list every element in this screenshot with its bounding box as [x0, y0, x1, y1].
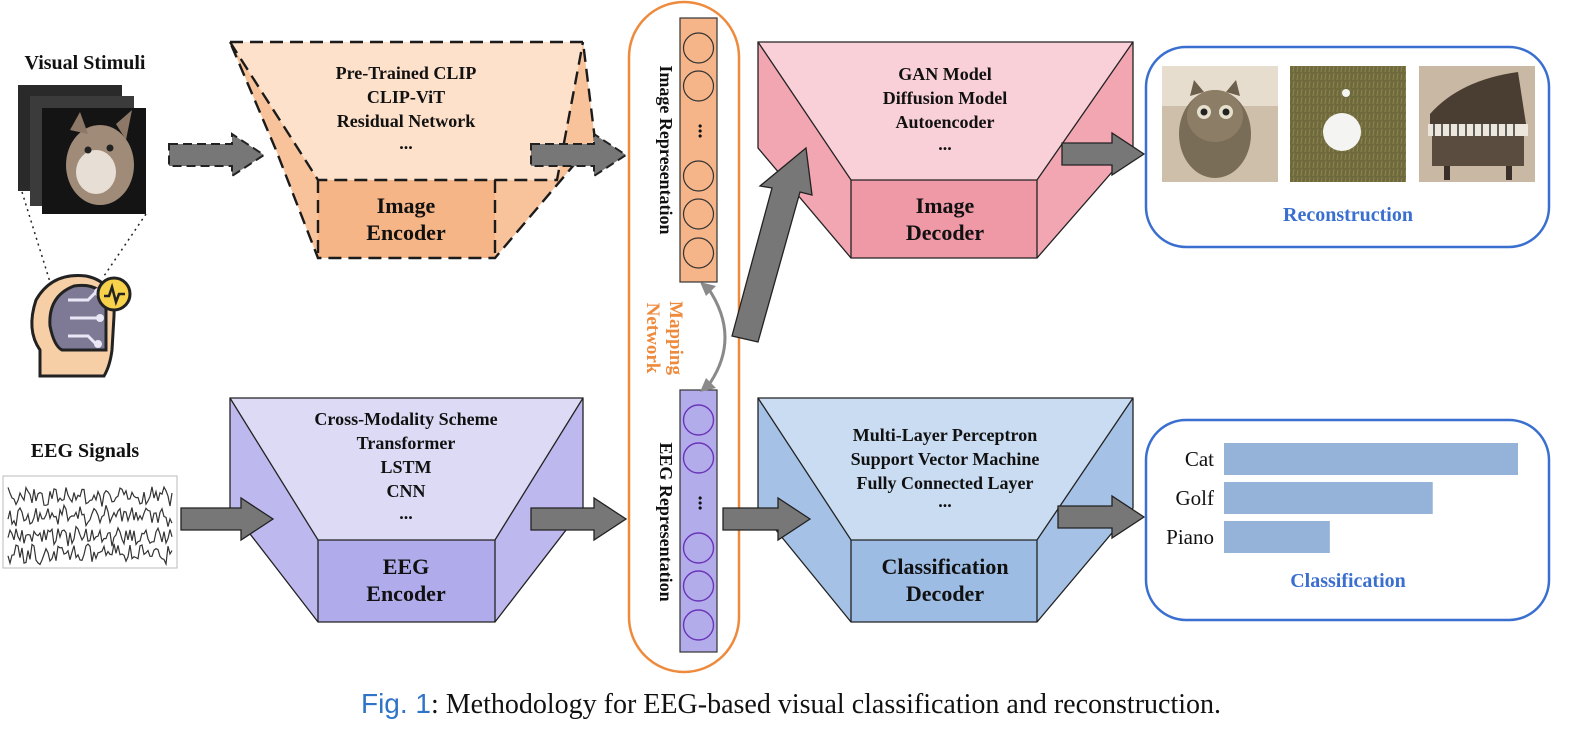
- stimuli-to-encoder-arrow: [168, 132, 266, 178]
- eeg-encoder-label-1: EEG: [383, 554, 429, 579]
- classification-bar-cat: [1224, 443, 1518, 475]
- classification-decoder-label-1: Classification: [881, 554, 1008, 579]
- eeg-encoder-left-side: [230, 398, 318, 622]
- classifier-to-classification-arrow: [1057, 494, 1146, 540]
- eeg-representation-to-classifier-arrow: [722, 496, 812, 542]
- mapping-network: ... ... Image Representation EEG Represe…: [627, 0, 741, 674]
- image-encoder-method-4: ...: [399, 133, 413, 153]
- eeg-to-encoder-arrow: [180, 496, 275, 542]
- image-encoder-method-3: Residual Network: [337, 111, 476, 131]
- eeg-encoder-label-2: Encoder: [366, 581, 446, 606]
- image-decoder-method-2: Diffusion Model: [883, 88, 1008, 108]
- eeg-signals-title: EEG Signals: [31, 440, 140, 462]
- mapping-to-image-decoder-arrow: [731, 146, 813, 343]
- dotted-guide-lines: [21, 191, 147, 283]
- mapping-network-label-1: Mapping: [665, 301, 686, 375]
- eeg-representation-ellipsis: ...: [694, 496, 716, 511]
- reconstructed-golf-ball-image: [1290, 66, 1406, 182]
- mapping-bidirectional-arrow: [700, 282, 727, 392]
- classification-decoder-back-face: [758, 398, 1133, 540]
- image-representation-ellipsis: ...: [694, 124, 716, 139]
- eeg-encoder-method-5: ...: [399, 503, 413, 523]
- decoder-to-reconstruction-arrow: [1061, 131, 1146, 177]
- eeg-encoder-front-face: [318, 540, 495, 622]
- classification-decoder-method-1: Multi-Layer Perceptron: [853, 425, 1037, 445]
- figure-caption: Fig. 1: Methodology for EEG-based visual…: [0, 688, 1582, 721]
- image-encoder-right-side: [495, 42, 595, 258]
- image-encoder-block: Pre-Trained CLIP CLIP-ViT Residual Netwo…: [228, 40, 597, 260]
- encoder-to-image-representation-arrow: [530, 132, 628, 178]
- eeg-encoder-method-2: Transformer: [357, 433, 456, 453]
- image-encoder-front-face: [318, 180, 495, 258]
- image-encoder-label-2: Encoder: [366, 220, 446, 245]
- image-encoder-label-1: Image: [377, 193, 436, 218]
- classification-decoder-method-2: Support Vector Machine: [851, 449, 1040, 469]
- image-decoder-method-1: GAN Model: [898, 64, 992, 84]
- classification-decoder-left-side: [758, 398, 851, 622]
- eeg-representation-label: EEG Representation: [656, 442, 676, 601]
- figure-number: Fig. 1: [360, 688, 431, 719]
- classification-label-piano: Piano: [1166, 525, 1214, 549]
- classification-bar-piano: [1224, 521, 1330, 553]
- classification-title: Classification: [1290, 570, 1406, 592]
- image-representation-nodes: [682, 32, 715, 269]
- eeg-encoder-method-4: CNN: [387, 481, 426, 501]
- visual-stimuli-title: Visual Stimuli: [25, 52, 146, 74]
- figure-caption-text: : Methodology for EEG-based visual class…: [431, 689, 1222, 720]
- image-encoder-method-2: CLIP-ViT: [367, 87, 445, 107]
- image-decoder-method-3: Autoencoder: [896, 112, 995, 132]
- reconstructed-piano-image: [1419, 66, 1535, 182]
- classification-decoder-label-2: Decoder: [906, 581, 984, 606]
- classification-label-golf: Golf: [1176, 486, 1215, 510]
- image-decoder-front-face: [851, 180, 1037, 258]
- classification-label-cat: Cat: [1185, 447, 1214, 471]
- image-decoder-label-2: Decoder: [906, 220, 984, 245]
- eeg-signal-plot: [2, 475, 178, 569]
- image-decoder-label-1: Image: [916, 193, 975, 218]
- eeg-encoder-method-3: LSTM: [380, 457, 431, 477]
- stimulus-image-stack: [18, 85, 146, 214]
- reconstructed-cat-image: [1162, 66, 1278, 182]
- classification-decoder-front-face: [851, 540, 1037, 622]
- image-decoder-method-4: ...: [938, 134, 952, 154]
- image-representation-label: Image Representation: [656, 65, 676, 234]
- eeg-representation-nodes: [682, 404, 715, 641]
- brain-sensor-icon: [30, 274, 132, 378]
- classification-bar-golf: [1224, 482, 1433, 514]
- image-encoder-method-1: Pre-Trained CLIP: [336, 63, 477, 83]
- encoder-to-eeg-representation-arrow: [530, 496, 628, 542]
- reconstruction-title: Reconstruction: [1283, 204, 1413, 226]
- image-decoder-back-face: [758, 42, 1133, 180]
- eeg-encoder-block: Cross-Modality Scheme Transformer LSTM C…: [229, 397, 584, 623]
- classification-decoder-method-3: Fully Connected Layer: [857, 473, 1034, 493]
- eeg-encoder-method-1: Cross-Modality Scheme: [314, 409, 497, 429]
- image-encoder-back-face: [230, 42, 583, 180]
- eeg-encoder-back-face: [230, 398, 583, 540]
- mapping-network-label-2: Network: [642, 303, 663, 374]
- reconstruction-panel: Reconstruction: [1144, 45, 1551, 249]
- classification-decoder-method-4: ...: [938, 491, 952, 511]
